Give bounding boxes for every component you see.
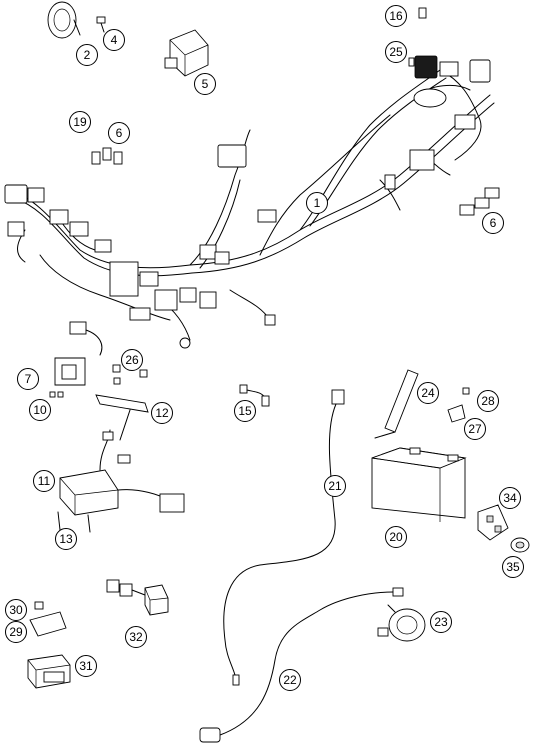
part-25 — [408, 57, 415, 67]
callout-29: 29 — [5, 621, 27, 643]
callout-15: 15 — [234, 400, 256, 422]
callout-16: 16 — [385, 5, 407, 27]
part-2 — [47, 1, 81, 39]
callout-30: 30 — [5, 599, 27, 621]
part-15 — [239, 384, 270, 407]
part-31-control-unit — [27, 654, 71, 689]
callout-23: 23 — [430, 611, 452, 633]
callout-22: 22 — [279, 669, 301, 691]
callout-13: 13 — [55, 528, 77, 550]
callout-10: 10 — [29, 399, 51, 421]
callout-2: 2 — [76, 44, 98, 66]
part-20-battery — [371, 447, 467, 522]
part-32-relay — [106, 579, 169, 616]
callout-26: 26 — [121, 349, 143, 371]
callout-19: 19 — [69, 111, 91, 133]
part-34-switch — [477, 504, 509, 541]
callout-5: 5 — [194, 73, 216, 95]
part-16 — [418, 7, 427, 19]
callout-25: 25 — [385, 41, 407, 63]
part-6-fuses-right — [459, 187, 500, 216]
callout-34: 34 — [499, 487, 521, 509]
callout-32: 32 — [125, 626, 147, 648]
callout-12: 12 — [151, 402, 173, 424]
callout-24: 24 — [417, 382, 439, 404]
callout-11: 11 — [33, 470, 55, 492]
callout-1: 1 — [306, 192, 328, 214]
part-27-clip — [447, 387, 470, 423]
callout-6-left: 6 — [108, 122, 130, 144]
callout-28: 28 — [477, 390, 499, 412]
callout-21: 21 — [324, 475, 346, 497]
part-5-relay — [164, 29, 209, 77]
main-wiring-harness — [4, 55, 495, 349]
part-4-screw — [96, 16, 106, 33]
part-23-horn — [377, 604, 426, 642]
part-6-fuses-left — [91, 147, 123, 165]
callout-31: 31 — [75, 655, 97, 677]
part-11-regulator — [57, 429, 185, 533]
callout-6-right: 6 — [482, 212, 504, 234]
part-22-cable — [199, 587, 404, 743]
part-24-strap — [374, 369, 419, 439]
part-35-grommet — [510, 537, 530, 553]
callout-35: 35 — [502, 556, 524, 578]
callout-20: 20 — [385, 526, 407, 548]
part-21-cable — [223, 389, 345, 686]
part-7-sensor — [49, 321, 103, 398]
callout-27: 27 — [464, 418, 486, 440]
part-29-bracket — [29, 601, 67, 637]
callout-7: 7 — [17, 368, 39, 390]
callout-4: 4 — [103, 29, 125, 51]
part-12-bracket — [95, 364, 149, 441]
